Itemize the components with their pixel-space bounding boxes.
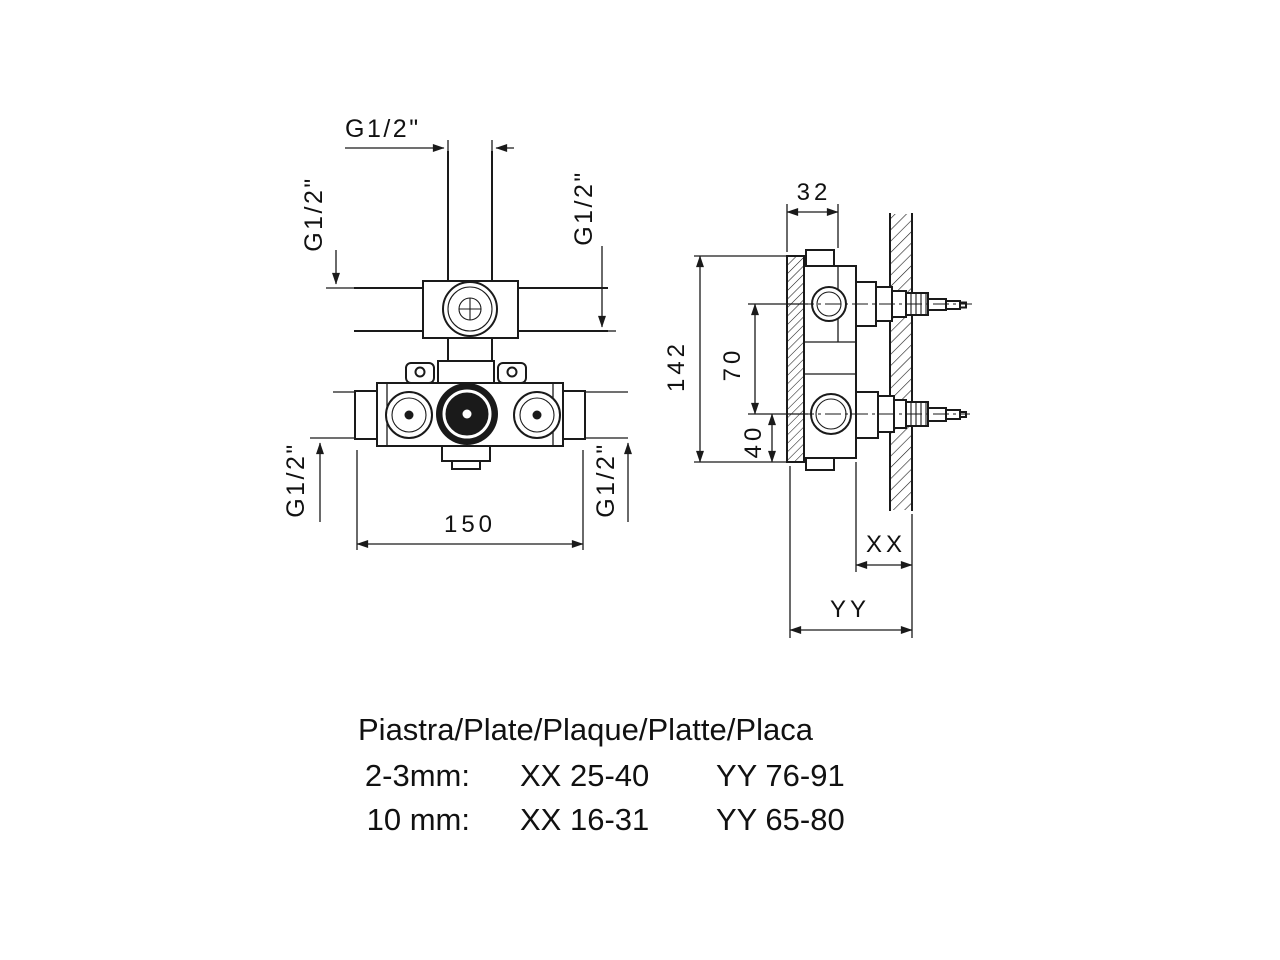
- side-dimensions: [694, 204, 913, 638]
- plate-row1-yy: YY 76-91: [716, 758, 845, 793]
- side-view: [694, 204, 972, 638]
- front-connector-pipe: [437, 337, 495, 384]
- front-cross-body: [354, 280, 608, 339]
- dimension-labels: G1/2" G1/2" G1/2" G1/2" G1/2" 150 32 142…: [282, 115, 906, 623]
- front-right-port: [513, 391, 561, 439]
- front-valve-body: [310, 382, 628, 470]
- front-dimensions: [316, 140, 632, 550]
- front-top-pipe: [447, 151, 493, 282]
- plate-row2-thickness: 10 mm:: [367, 802, 470, 837]
- side-upper-cartridge: [798, 281, 972, 327]
- front-left-port: [385, 391, 433, 439]
- plate-row1-xx: XX 25-40: [520, 758, 649, 793]
- plate-row1-thickness: 2-3mm:: [365, 758, 470, 793]
- dim-yy: YY: [830, 596, 870, 623]
- wall-section: [889, 213, 913, 511]
- dim-150: 150: [444, 511, 496, 538]
- dim-xx: XX: [866, 531, 906, 558]
- thread-label-lower-right: G1/2": [592, 442, 620, 518]
- thread-label-upper-left: G1/2": [300, 176, 328, 252]
- dim-70: 70: [719, 347, 746, 382]
- plate-row2-xx: XX 16-31: [520, 802, 649, 837]
- plate-table-title: Piastra/Plate/Plaque/Platte/Placa: [358, 712, 814, 747]
- plate-row2-yy: YY 65-80: [716, 802, 845, 837]
- front-center-cartridge: [436, 383, 498, 445]
- thread-label-lower-left: G1/2": [282, 442, 310, 518]
- plate-table: Piastra/Plate/Plaque/Platte/Placa 2-3mm:…: [358, 712, 845, 837]
- dim-40: 40: [740, 424, 767, 459]
- front-view: [310, 140, 632, 550]
- thread-label-upper-right: G1/2": [570, 170, 598, 246]
- side-lower-cartridge: [798, 391, 970, 439]
- side-valve-body: [803, 249, 857, 471]
- side-mounting-plate: [786, 255, 805, 463]
- thread-label-top: G1/2": [345, 115, 421, 143]
- dim-142: 142: [663, 340, 690, 392]
- dim-32: 32: [797, 179, 832, 206]
